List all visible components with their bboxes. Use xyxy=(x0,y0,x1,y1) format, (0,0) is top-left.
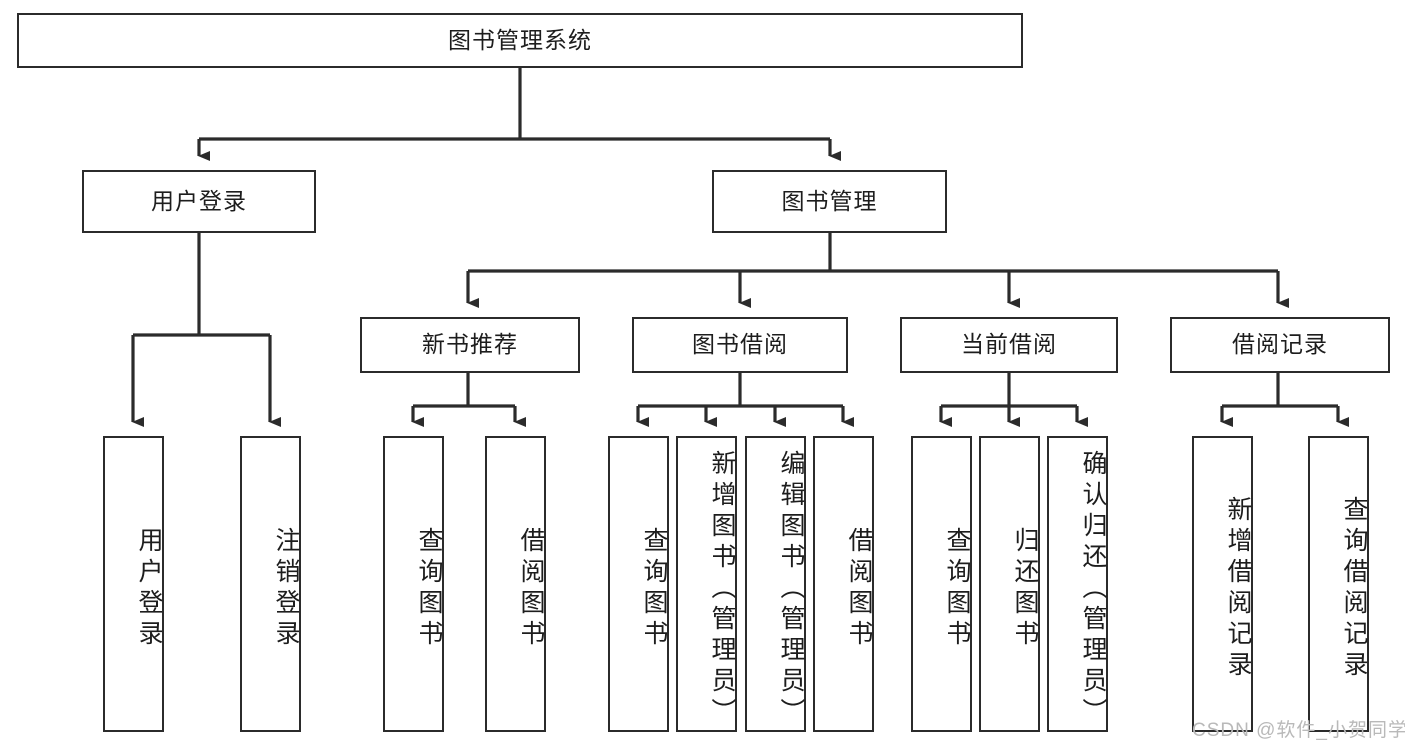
leaf-borrow-add-book-admin[interactable]: 新增图书（管理员） xyxy=(676,436,737,732)
node-book-management[interactable]: 图书管理 xyxy=(712,170,947,233)
leaf-borrow-borrow-book[interactable]: 借阅图书 xyxy=(813,436,874,732)
leaf-new-book-borrow[interactable]: 借阅图书 xyxy=(485,436,546,732)
node-current-borrow[interactable]: 当前借阅 xyxy=(900,317,1118,373)
csdn-watermark: CSDN @软件_小贺同学 xyxy=(1192,720,1405,741)
leaf-current-confirm-return-admin[interactable]: 确认归还（管理员） xyxy=(1047,436,1108,732)
node-root-system[interactable]: 图书管理系统 xyxy=(17,13,1023,68)
leaf-user-login-login[interactable]: 用户登录 xyxy=(103,436,164,732)
node-borrow-record[interactable]: 借阅记录 xyxy=(1170,317,1390,373)
leaf-record-add-record[interactable]: 新增借阅记录 xyxy=(1192,436,1253,732)
leaf-current-query-book[interactable]: 查询图书 xyxy=(911,436,972,732)
leaf-borrow-edit-book-admin[interactable]: 编辑图书（管理员） xyxy=(745,436,806,732)
leaf-current-return-book[interactable]: 归还图书 xyxy=(979,436,1040,732)
node-book-borrow[interactable]: 图书借阅 xyxy=(632,317,848,373)
leaf-user-login-logout[interactable]: 注销登录 xyxy=(240,436,301,732)
node-new-book-recommend[interactable]: 新书推荐 xyxy=(360,317,580,373)
leaf-new-book-query[interactable]: 查询图书 xyxy=(383,436,444,732)
leaf-borrow-query-book[interactable]: 查询图书 xyxy=(608,436,669,732)
leaf-record-query-record[interactable]: 查询借阅记录 xyxy=(1308,436,1369,732)
node-user-login[interactable]: 用户登录 xyxy=(82,170,316,233)
